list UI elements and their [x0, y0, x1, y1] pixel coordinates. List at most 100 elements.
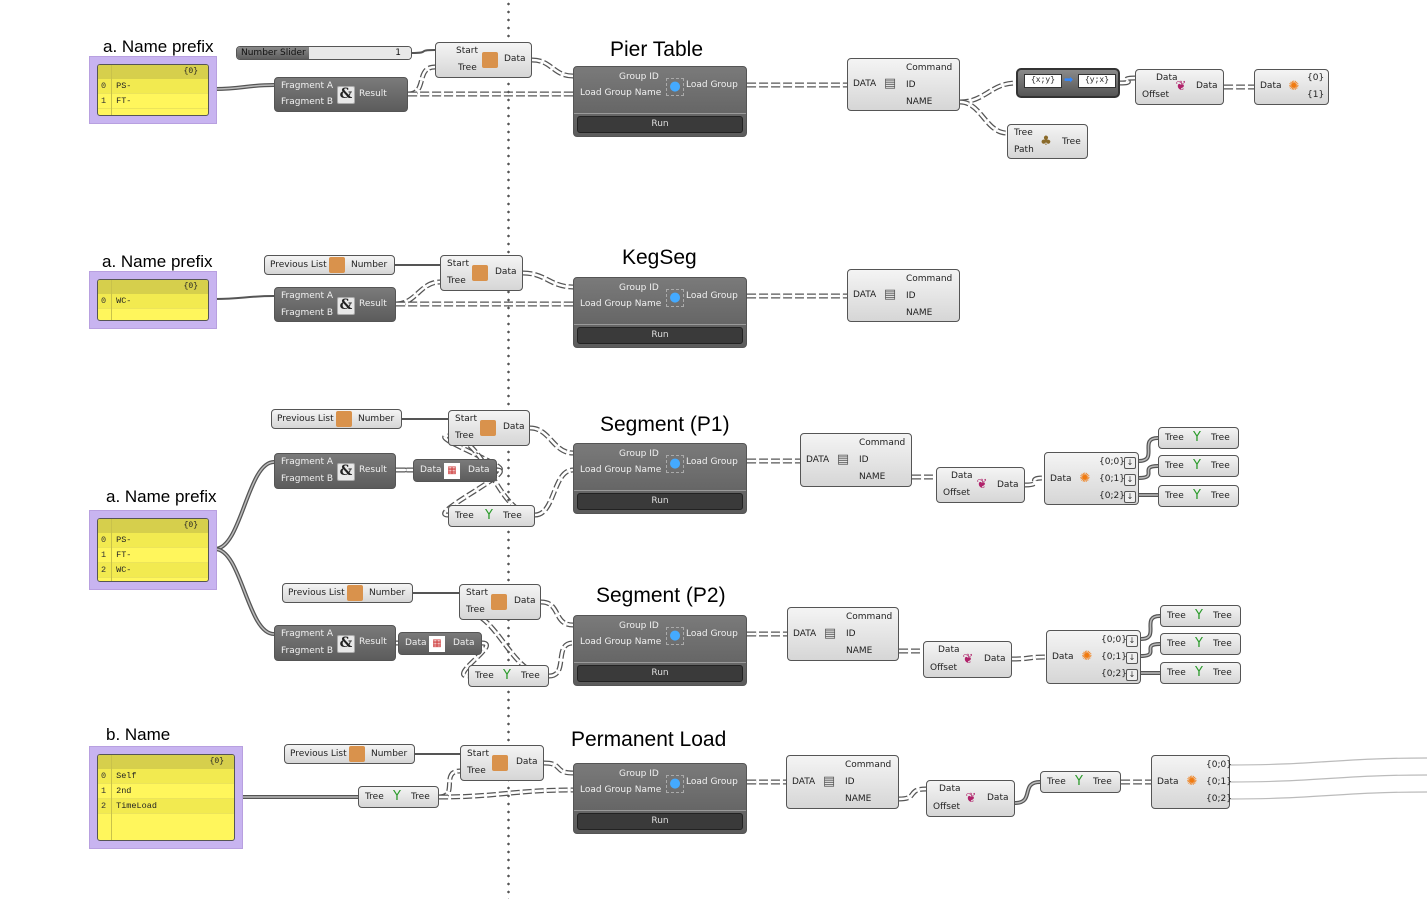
- shift-paths-component[interactable]: Data Offset ❦ Data: [936, 467, 1025, 503]
- path-from[interactable]: {x;y}: [1024, 74, 1062, 88]
- explode-tree-component[interactable]: Data ✺ {0} {1}: [1254, 69, 1329, 105]
- output-tree: Tree: [521, 671, 540, 681]
- explode-object-component[interactable]: DATA ▤ Command ID NAME: [847, 269, 960, 322]
- output-data: Data: [495, 267, 517, 277]
- explode-object-component[interactable]: DATA ▤ Command ID NAME: [847, 58, 960, 111]
- shift-list-component[interactable]: Start Tree Data: [459, 584, 541, 620]
- input-tree: Tree: [475, 671, 494, 681]
- explode-tree-component[interactable]: Data ✺ {0;0} {0;1} {0;2} ↓ ↓ ↓: [1046, 630, 1141, 684]
- previous-list-component[interactable]: Previous List Number: [282, 583, 413, 603]
- arrow-down-icon[interactable]: ↓: [1126, 635, 1138, 647]
- wire: [443, 468, 502, 517]
- graft-tree-component[interactable]: Tree Y Tree: [1158, 485, 1239, 507]
- concatenate-component[interactable]: Fragment A Fragment B & Result: [274, 287, 396, 322]
- previous-list-component[interactable]: Previous List Number: [284, 744, 415, 764]
- explode-object-component[interactable]: DATA ▤ Command ID NAME: [786, 755, 899, 809]
- output-data: Data: [453, 638, 475, 648]
- flatten-data-component[interactable]: Data ▦ Data: [398, 632, 482, 655]
- concatenate-component[interactable]: Fragment A Fragment B & Result: [274, 77, 408, 112]
- panel-item: 1 FT-: [98, 94, 208, 109]
- input-fragment-a: Fragment A: [281, 457, 334, 467]
- explode-object-component[interactable]: DATA ▤ Command ID NAME: [800, 433, 912, 487]
- output-data: Data: [1196, 81, 1218, 91]
- path-to[interactable]: {y;x}: [1078, 74, 1116, 88]
- concatenate-component[interactable]: Fragment A Fragment B & Result: [274, 625, 396, 661]
- panel-item: 0 PS-: [98, 79, 208, 94]
- slider-track[interactable]: [309, 47, 411, 59]
- explode-tree-component[interactable]: Data ✺ {0;0} {0;1} {0;2}: [1151, 755, 1232, 809]
- load-group-component[interactable]: Group ID Load Group Name ● Load Group Ru…: [573, 615, 747, 686]
- input-previous-list: Previous List: [270, 260, 327, 270]
- wire: [540, 600, 574, 627]
- graft-tree-component[interactable]: Tree Y Tree: [1158, 455, 1239, 477]
- input-start: Start: [447, 259, 469, 269]
- run-button[interactable]: Run: [577, 665, 743, 682]
- shift-paths-component[interactable]: Data Offset ❦ Data: [926, 780, 1015, 817]
- shift-list-component[interactable]: Start Tree Data: [460, 745, 544, 781]
- flatten-data-component[interactable]: Data ▦ Data: [413, 459, 497, 482]
- output-number: Number: [369, 588, 406, 598]
- run-button[interactable]: Run: [577, 813, 743, 830]
- concatenate-component[interactable]: Fragment A Fragment B & Result: [274, 453, 396, 489]
- arrow-down-icon[interactable]: ↓: [1124, 457, 1136, 469]
- number-slider[interactable]: Number Slider 1: [236, 46, 412, 60]
- shift-paths-component[interactable]: Data Offset ❦ Data: [1135, 69, 1224, 105]
- output-tree: Tree: [1211, 461, 1230, 471]
- name-prefix-panel[interactable]: {0} 0 PS- 1 FT-: [97, 64, 209, 116]
- output-branch: {0;0}: [1206, 760, 1232, 770]
- name-prefix-panel[interactable]: {0} 0 PS- 1 FT- 2 WC-: [97, 518, 209, 582]
- tree-icon: ✺: [1186, 774, 1198, 789]
- run-button[interactable]: Run: [577, 493, 743, 510]
- shift-list-component[interactable]: Start Tree Data: [435, 42, 532, 78]
- load-group-component[interactable]: Group ID Load Group Name ● Load Group Ru…: [573, 443, 747, 514]
- run-button[interactable]: Run: [577, 116, 743, 133]
- load-group-component[interactable]: Group ID Load Group Name ● Load Group Ru…: [573, 66, 747, 137]
- arrow-right-icon: ➡: [1064, 73, 1074, 86]
- group-title: Pier Table: [610, 38, 704, 61]
- explode-object-component[interactable]: DATA ▤ Command ID NAME: [787, 607, 899, 661]
- sprout-icon: Y: [1195, 665, 1203, 680]
- graft-tree-component[interactable]: Tree Y Tree: [1160, 662, 1241, 684]
- previous-list-component[interactable]: Previous List Number: [264, 255, 395, 275]
- prune-tree-component[interactable]: Tree Path ♣ Tree: [1007, 124, 1088, 159]
- graft-tree-component[interactable]: Tree Y Tree: [448, 505, 535, 527]
- load-group-icon: ●: [666, 289, 684, 307]
- explode-icon: ▤: [883, 287, 897, 302]
- previous-list-component[interactable]: Previous List Number: [271, 409, 402, 429]
- box-icon: [482, 52, 498, 68]
- arrow-down-icon[interactable]: ↓: [1124, 474, 1136, 486]
- wire: [214, 461, 275, 550]
- wire: [438, 788, 574, 799]
- shift-list-component[interactable]: Start Tree Data: [440, 255, 523, 291]
- name-prefix-panel[interactable]: {0} 0 WC-: [97, 279, 209, 321]
- graft-tree-component[interactable]: Tree Y Tree: [1040, 771, 1121, 793]
- panel-path: {0}: [98, 755, 234, 769]
- output-data: Data: [503, 422, 525, 432]
- arrow-down-icon[interactable]: ↓: [1126, 652, 1138, 664]
- graft-tree-component[interactable]: Tree Y Tree: [468, 665, 549, 687]
- input-data: Data: [1052, 652, 1074, 662]
- name-panel[interactable]: {0} 0 Self 1 2nd 2 TimeLoad: [97, 754, 235, 841]
- panel-path: {0}: [98, 280, 208, 294]
- arrow-down-icon[interactable]: ↓: [1126, 669, 1138, 681]
- arrow-down-icon[interactable]: ↓: [1124, 491, 1136, 503]
- run-button[interactable]: Run: [577, 327, 743, 344]
- graft-tree-component[interactable]: Tree Y Tree: [358, 786, 439, 808]
- output-name: NAME: [859, 472, 886, 482]
- load-group-component[interactable]: Group ID Load Group Name ● Load Group Ru…: [573, 277, 747, 348]
- wire: [1011, 655, 1047, 661]
- relative-path-component[interactable]: {x;y} ➡ {y;x}: [1016, 68, 1120, 98]
- panel-item: 2 TimeLoad: [98, 799, 234, 814]
- input-tree: Tree: [455, 431, 474, 441]
- sprout-icon: Y: [1075, 774, 1083, 789]
- load-group-component[interactable]: Group ID Load Group Name ● Load Group Ru…: [573, 763, 747, 834]
- output-tree: Tree: [411, 792, 430, 802]
- graft-tree-component[interactable]: Tree Y Tree: [1160, 605, 1241, 627]
- shift-list-component[interactable]: Start Tree Data: [448, 410, 530, 446]
- shift-paths-component[interactable]: Data Offset ❦ Data: [923, 641, 1012, 678]
- input-tree: Tree: [365, 792, 384, 802]
- explode-tree-component[interactable]: Data ✺ {0;0} {0;1} {0;2} ↓ ↓ ↓: [1044, 452, 1139, 505]
- graft-tree-component[interactable]: Tree Y Tree: [1158, 427, 1239, 449]
- graft-tree-component[interactable]: Tree Y Tree: [1160, 633, 1241, 655]
